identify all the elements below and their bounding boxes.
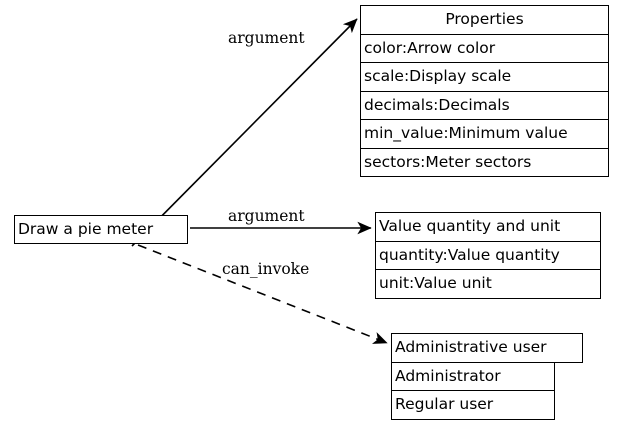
node-header-value-quantity-and-unit: Value quantity and unit (375, 212, 601, 242)
node-row-properties-min-value: min_value:Minimum value (360, 119, 609, 149)
node-header-administrative-user: Administrative user (391, 333, 583, 363)
node-value-quantity-and-unit[interactable]: Value quantity and unit quantity:Value q… (375, 212, 601, 299)
node-draw-a-pie-meter[interactable]: Draw a pie meter (14, 215, 188, 244)
edge-label-argument-properties: argument (228, 29, 305, 47)
node-header-properties: Properties (360, 5, 609, 35)
node-row-properties-scale: scale:Display scale (360, 62, 609, 92)
edge-label-can-invoke: can_invoke (222, 260, 310, 278)
edge-label-argument-value-quantity: argument (228, 207, 305, 225)
node-row-regular-user: Regular user (391, 390, 555, 420)
node-row-administrator: Administrator (391, 361, 555, 391)
node-header-draw-a-pie-meter: Draw a pie meter (14, 215, 188, 244)
node-row-value-unit: unit:Value unit (375, 269, 601, 299)
node-row-properties-color: color:Arrow color (360, 33, 609, 63)
node-properties[interactable]: Properties color:Arrow color scale:Displ… (360, 5, 609, 177)
node-row-properties-decimals: decimals:Decimals (360, 90, 609, 120)
node-row-value-quantity: quantity:Value quantity (375, 240, 601, 270)
node-row-properties-sectors: sectors:Meter sectors (360, 147, 609, 177)
node-administrative-user[interactable]: Administrative user Administrator Regula… (391, 333, 583, 420)
